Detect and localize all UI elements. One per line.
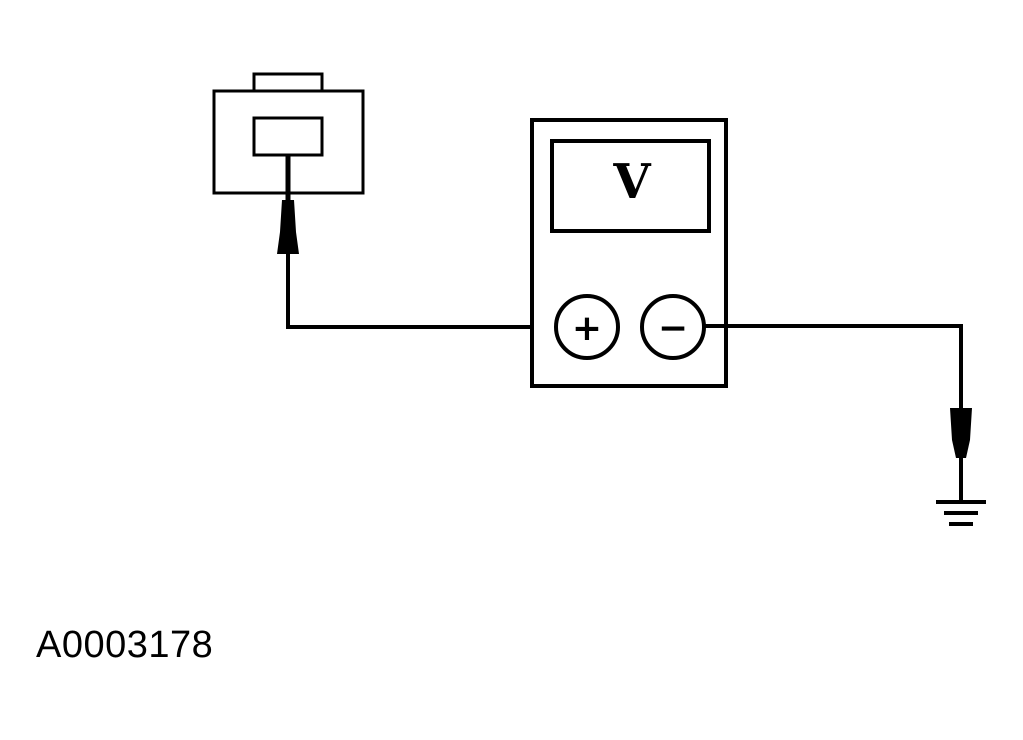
negative-test-lead — [704, 324, 972, 500]
multimeter: V + − — [530, 118, 728, 388]
positive-test-lead — [277, 155, 556, 329]
positive-terminal-label: + — [572, 308, 602, 349]
meter-display-symbol: V — [612, 154, 651, 210]
positive-terminal — [554, 294, 620, 360]
connector-latch — [252, 72, 324, 94]
connector-terminal — [252, 116, 324, 157]
meter-display — [550, 139, 711, 233]
probe-tip-negative-icon — [950, 408, 972, 458]
connector — [212, 72, 365, 195]
ground-symbol-icon — [936, 500, 986, 526]
probe-tip-positive-icon — [277, 200, 299, 254]
figure-id: A0003178 — [36, 624, 214, 666]
wire-positive — [286, 254, 556, 329]
negative-terminal-label: − — [658, 308, 688, 349]
wire-negative — [704, 324, 963, 408]
